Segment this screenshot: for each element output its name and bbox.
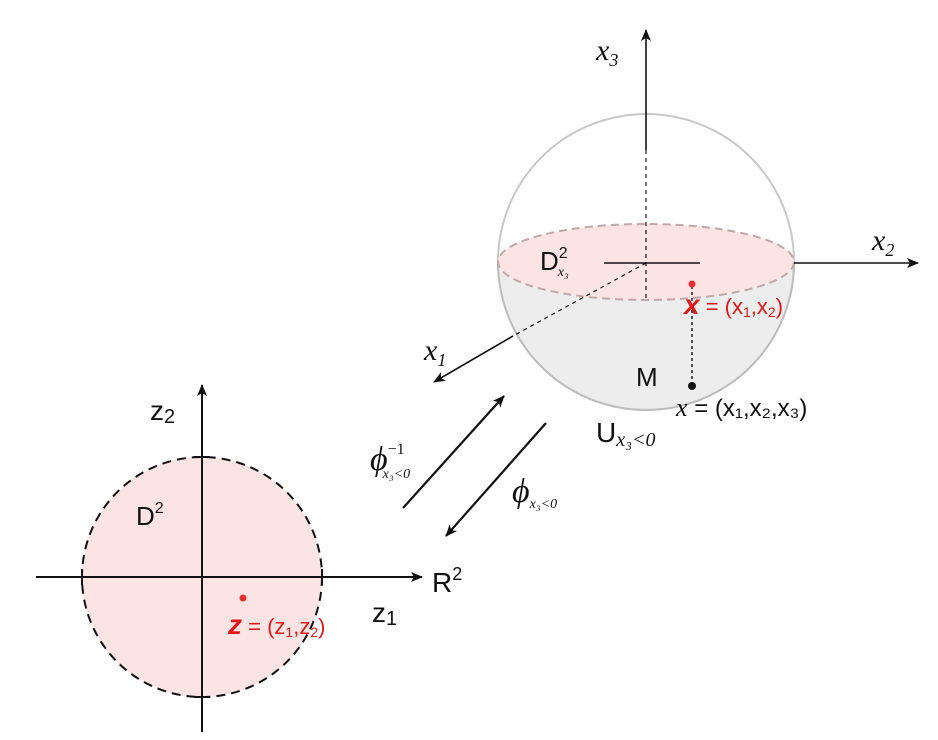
sphere-lower-rim — [497, 261, 795, 411]
chart-map-arrow — [445, 422, 547, 537]
surface-point-label: x = (x₁,x₂,x₃) — [675, 393, 807, 422]
axis-x2-label: x2 — [871, 224, 894, 260]
manifold-label: M — [636, 362, 658, 392]
axis-x1-arrow — [433, 335, 514, 383]
surface-point-marker — [688, 382, 696, 390]
plane-axes — [36, 384, 423, 732]
plane-point-label: z = (z1,z2) — [227, 609, 325, 640]
projected-point-label: x = (x1,x2) — [682, 289, 783, 320]
axis-z2-label: z2 — [150, 395, 175, 428]
plane-space-label: R2 — [432, 564, 462, 598]
projected-point-marker — [688, 280, 696, 288]
axis-z1-label: z1 — [372, 597, 397, 630]
plane-point-marker — [239, 594, 247, 602]
disk-d2-label: D2 — [136, 500, 164, 531]
sphere-lower-hemisphere — [498, 262, 794, 410]
inverse-chart-arrow — [402, 395, 505, 509]
axis-x3-label: x3 — [595, 34, 618, 70]
axis-x1-dashed — [512, 262, 647, 337]
chart-map-label: ϕx₃<0 — [512, 473, 557, 512]
axis-x1-label: x1 — [423, 334, 446, 370]
chart-domain-label: Ux₃<0 — [596, 417, 656, 451]
sphere-axes — [433, 29, 919, 384]
